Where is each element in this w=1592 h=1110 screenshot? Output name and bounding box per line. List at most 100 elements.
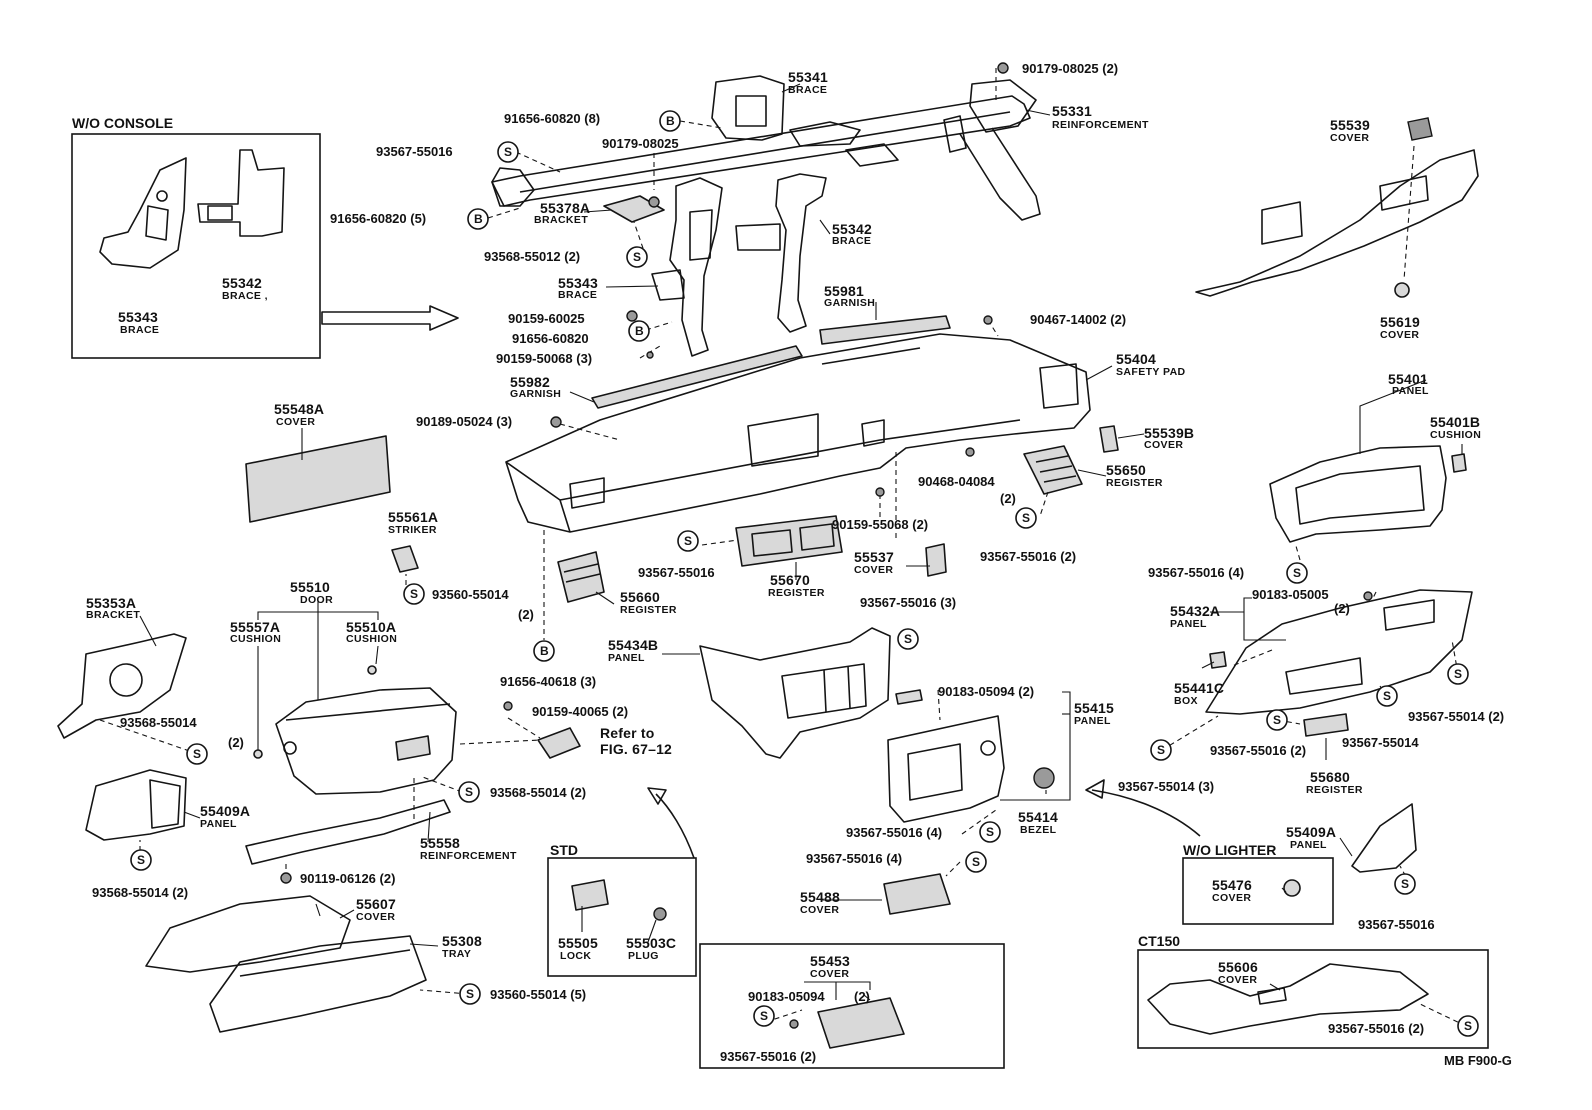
panel-55415-art — [887, 689, 1005, 823]
part-name-55476: COVER — [1212, 892, 1252, 904]
fastener-93567-55016-top: 93567-55016 — [376, 144, 453, 159]
screw-symbol: S — [1394, 873, 1416, 895]
screw-symbol: S — [1286, 562, 1308, 584]
part-name-55505: LOCK — [560, 950, 592, 962]
part-name-55434b: PANEL — [608, 652, 645, 664]
wc-part-number-55342: 55342 — [222, 275, 262, 291]
part-name-55414: BEZEL — [1020, 824, 1057, 836]
part-number-55510: 55510 — [290, 579, 330, 595]
part-number-55561a: 55561A — [388, 509, 439, 525]
fastener-91656-60820: 91656-60820 — [512, 331, 589, 346]
part-name-55401b: CUSHION — [1430, 429, 1482, 441]
svg-text:S: S — [410, 587, 418, 601]
part-name-55539: COVER — [1330, 132, 1370, 144]
svg-text:S: S — [1383, 689, 1391, 703]
screw-symbol: S — [1150, 739, 1172, 761]
std-heading: STD — [550, 842, 578, 858]
wc-part-number-55343: 55343 — [118, 309, 158, 325]
wo-console-heading: W/O CONSOLE — [72, 115, 174, 131]
wo-console-arrow — [321, 305, 459, 331]
register-55650-art — [1023, 445, 1083, 495]
svg-text:S: S — [1464, 1019, 1472, 1033]
part-number-55308: 55308 — [442, 933, 482, 949]
wo-lighter-heading: W/O LIGHTER — [1183, 842, 1277, 858]
fastener-91656-60820-5: 91656-60820 (5) — [330, 211, 427, 226]
part-name-55606: COVER — [1218, 974, 1258, 986]
part-name-55503c: PLUG — [628, 950, 659, 962]
svg-text:S: S — [504, 145, 512, 159]
tray-55308-art — [209, 935, 427, 1033]
fastener-93567-55016-4a: 93567-55016 (4) — [846, 825, 943, 840]
fastener-90468-04084: 90468-04084 — [918, 474, 995, 489]
plug-55503c-art — [653, 907, 667, 921]
svg-text:S: S — [1022, 511, 1030, 525]
part-name-55539b: COVER — [1144, 439, 1184, 451]
bolt-symbol: B — [659, 110, 681, 132]
part-name-55353a: BRACKET — [86, 609, 141, 621]
part-name-55342: BRACE — [832, 235, 872, 247]
svg-text:S: S — [986, 825, 994, 839]
hinge-art — [537, 727, 581, 759]
part-number-55414: 55414 — [1018, 809, 1058, 825]
screw-symbol: S — [753, 1005, 775, 1027]
bolt-symbol: B — [628, 320, 650, 342]
part-name-55409a-right: PANEL — [1290, 839, 1327, 851]
fastener-93560-55014-5: 93560-55014 (5) — [490, 987, 587, 1002]
part-name-55308: TRAY — [442, 948, 472, 960]
panel-55409a-right-art — [1351, 803, 1417, 873]
part-number-55378a: 55378A — [540, 200, 591, 216]
svg-text:B: B — [635, 324, 644, 338]
panel-55409a-left-art — [85, 769, 187, 841]
register-55670-art — [735, 515, 843, 567]
part-number-55415: 55415 — [1074, 700, 1114, 716]
cover-55607-art — [145, 895, 351, 973]
part-name-55488: COVER — [800, 904, 840, 916]
wc-brace-55343-art — [99, 157, 187, 269]
screw-symbol: S — [497, 141, 519, 163]
bolt-symbol: B — [533, 640, 555, 662]
svg-text:S: S — [904, 632, 912, 646]
fastener-93568-55014-left-qty: (2) — [228, 735, 244, 750]
fastener-90179-08025: 90179-08025 — [602, 136, 679, 151]
fastener-90183-05005-qty: (2) — [1334, 601, 1350, 616]
part-name-55415: PANEL — [1074, 715, 1111, 727]
cushion-55557a-art — [253, 749, 263, 759]
beam-brackets-art — [789, 121, 899, 167]
door-55510-art — [275, 687, 457, 795]
screw-symbol: S — [459, 983, 481, 1005]
wo-lighter-frame — [1182, 857, 1334, 925]
part-name-55650: REGISTER — [1106, 477, 1163, 489]
refer-note-line-1: Refer to — [600, 725, 655, 741]
fastener-90467-14002: 90467-14002 (2) — [1030, 312, 1127, 327]
part-number-55650: 55650 — [1106, 462, 1146, 478]
fastener-90183-05094-b: 90183-05094 — [748, 989, 825, 1004]
fastener-93567-55014-2: 93567-55014 (2) — [1408, 709, 1505, 724]
cover-55548a-art — [245, 435, 391, 523]
part-name-55660: REGISTER — [620, 604, 677, 616]
bezel-55414-art — [1033, 767, 1055, 789]
reinforcement-55331-art — [491, 79, 1041, 221]
part-number-55619: 55619 — [1380, 314, 1420, 330]
diagram-code: MB F900-G — [1444, 1053, 1512, 1068]
screw-symbol: S — [1447, 663, 1469, 685]
cover-55619-art — [1394, 282, 1410, 298]
panel-55401-art — [1269, 445, 1447, 543]
cover-55537-art — [925, 543, 947, 577]
part-name-55561a: STRIKER — [388, 524, 437, 536]
part-name-55378a: BRACKET — [534, 214, 589, 226]
fastener-90189-05024: 90189-05024 (3) — [416, 414, 513, 429]
bracket-55353a-art — [57, 633, 187, 739]
part-name-55537: COVER — [854, 564, 894, 576]
fastener-93567-55016-center: 93567-55016 — [638, 565, 715, 580]
fastener-93567-55016-br: 93567-55016 — [1358, 917, 1435, 932]
svg-text:B: B — [666, 114, 675, 128]
part-number-55670: 55670 — [770, 572, 810, 588]
svg-text:B: B — [474, 212, 483, 226]
std-frame — [547, 857, 697, 977]
cushion-55401b-art — [1451, 453, 1467, 473]
screw-symbol: S — [186, 743, 208, 765]
part-number-55342: 55342 — [832, 221, 872, 237]
screw-symbol: S — [1457, 1015, 1479, 1037]
part-number-55982: 55982 — [510, 374, 550, 390]
